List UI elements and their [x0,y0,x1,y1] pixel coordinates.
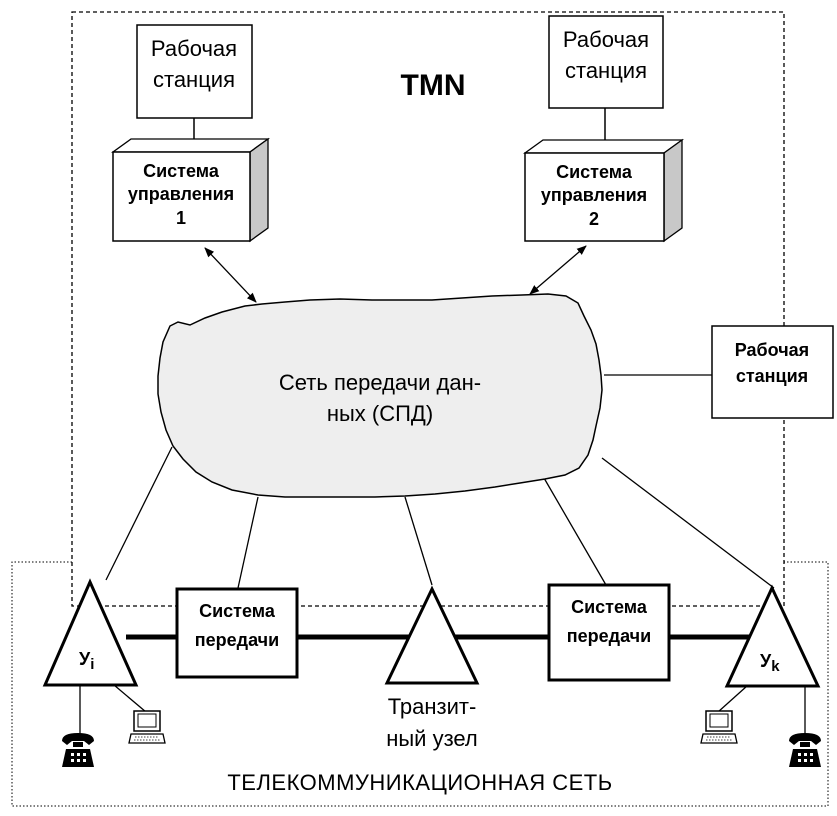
arrow-ms2-dn [529,245,587,295]
computer-icon [128,710,166,744]
computer-icon [700,710,738,744]
data-network-cloud [157,293,603,498]
workstation-side-line1: Рабочая [735,340,809,360]
link-dn-transmission-right [543,477,607,586]
arrow-ms1-dn [204,247,257,303]
telecom-network-boundary [11,561,829,807]
transit-line1: Транзит- [388,694,477,719]
workstation-right [548,15,664,109]
link-dn-transit [404,496,433,586]
transmission-left-line1: Система [199,601,276,621]
workstation-left-line1: Рабочая [151,36,237,61]
link-node-k-computer [717,685,748,713]
data-network-line1: Сеть передачи дан- [279,370,481,395]
link-dn-node-k [601,457,775,589]
tmn-title: TMN [401,69,466,102]
mgmt-system-1: Система управления 1 [110,137,271,243]
mgmt-system-2-line1: Система [556,162,633,182]
mgmt-system-2-line2: управления [541,185,647,205]
mgmt-system-2-line3: 2 [589,209,599,229]
telephone-icon [62,733,94,767]
link-dn-node-i [105,446,173,581]
mgmt-system-1-line2: управления [128,184,234,204]
transmission-right-line2: передачи [567,626,651,646]
mgmt-system-1-line1: Система [143,161,220,181]
link-node-i-computer [113,684,147,713]
workstation-side [711,325,834,419]
node-k [724,584,821,688]
workstation-right-line2: станция [565,58,647,83]
transmission-system-left [175,587,299,679]
transit-line2: ный узел [386,726,478,751]
mgmt-system-2: Система управления 2 [522,138,685,243]
data-network-line2: ных (СПД) [327,401,433,426]
transit-node [384,585,480,685]
telecom-network-label: ТЕЛЕКОММУНИКАЦИОННАЯ СЕТЬ [227,770,612,795]
node-k-label: Уk [760,651,780,675]
mgmt-system-1-line3: 1 [176,208,186,228]
workstation-left [136,24,253,119]
transmission-left-line2: передачи [195,630,279,650]
node-i [42,578,139,687]
telephone-icon [789,733,821,767]
node-i-label: Уi [79,649,94,673]
link-dn-transmission-left [237,496,259,589]
workstation-right-line1: Рабочая [563,27,649,52]
workstation-left-line2: станция [153,67,235,92]
workstation-side-line2: станция [736,366,808,386]
transmission-system-right [547,583,671,682]
transmission-right-line1: Система [571,597,648,617]
